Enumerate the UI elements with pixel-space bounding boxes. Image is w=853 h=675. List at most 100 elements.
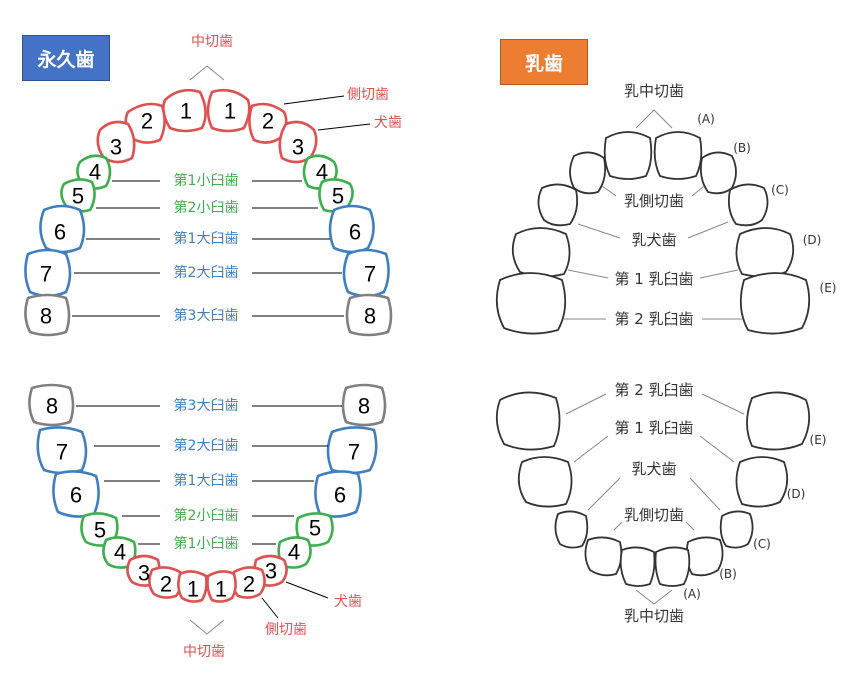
num: 7	[40, 262, 52, 287]
num: 5	[309, 516, 321, 541]
upper-m3-label: 第3大臼歯	[174, 307, 239, 324]
letter-d: (D)	[787, 487, 806, 501]
lower-left-third-molar	[341, 383, 387, 427]
lower-lateral-label: 側切歯	[265, 622, 307, 638]
num: 2	[160, 572, 172, 597]
lower-right-third-molar	[28, 383, 75, 427]
upper-m2-label: 第2大臼歯	[174, 264, 239, 281]
leader-line	[283, 95, 345, 105]
letter-b: (B)	[733, 141, 751, 155]
lower-right-lateral-incisor	[148, 566, 183, 599]
leader	[701, 393, 745, 415]
leader-line	[285, 581, 329, 599]
baby-lower-left-central	[654, 546, 691, 587]
num: 6	[70, 483, 82, 508]
permanent-lower-arch: 8 8 7 7 6 6 5 5 4 4 3 3 2 2 1 1 第3大臼歯 第2…	[28, 383, 387, 660]
num: 3	[292, 135, 304, 160]
baby-lower-left-canine	[719, 510, 754, 549]
baby-lower-right-canine	[554, 510, 589, 549]
leader	[699, 435, 735, 463]
baby-lower-right-first-molar	[517, 456, 573, 508]
upper-right-second-premolar	[60, 178, 96, 213]
lower-left-second-molar	[326, 426, 378, 475]
baby-upper-left-second-molar	[739, 272, 811, 335]
lower-right-second-molar	[36, 426, 88, 475]
num: 5	[72, 184, 84, 209]
upper-left-first-molar	[328, 204, 375, 254]
num: 5	[332, 184, 344, 209]
baby-upper-lateral-label: 乳側切歯	[624, 192, 684, 210]
upper-lateral-label: 側切歯	[347, 87, 389, 103]
letter-c: (C)	[771, 183, 789, 197]
num: 4	[316, 160, 328, 185]
baby-upper-central-label: 乳中切歯	[624, 82, 684, 100]
baby-lower-m1-label: 第 1 乳臼歯	[614, 419, 693, 437]
letter-b: (B)	[719, 567, 737, 581]
baby-lower-left-lateral	[685, 536, 724, 577]
baby-upper-m1-label: 第 1 乳臼歯	[614, 270, 693, 288]
num: 7	[348, 440, 360, 465]
leader	[691, 185, 705, 197]
upper-left-third-molar	[345, 293, 393, 337]
leader	[567, 269, 609, 279]
baby-upper-right-canine	[537, 183, 579, 227]
pointer	[635, 589, 673, 605]
num: 4	[114, 540, 126, 565]
num: 8	[364, 304, 376, 329]
permanent-upper-arch: 中切歯 1 1 2 2 3 3 4 4 5 5 6 6 7 7 8	[24, 34, 402, 337]
central-pointer	[189, 65, 225, 81]
lower-canine-label: 犬歯	[334, 594, 362, 610]
leader-line	[261, 597, 279, 619]
num: 6	[54, 220, 66, 245]
num: 4	[89, 160, 101, 185]
letter-e: (E)	[820, 281, 837, 295]
pointer	[635, 109, 673, 129]
num: 6	[334, 483, 346, 508]
baby-lower-m2-label: 第 2 乳臼歯	[614, 381, 693, 399]
num: 7	[364, 262, 376, 287]
letter-c: (C)	[753, 537, 771, 551]
leader	[573, 435, 609, 463]
num: 8	[358, 394, 370, 419]
num: 8	[40, 304, 52, 329]
deciduous-lower-arch: 第 2 乳臼歯 第 1 乳臼歯 乳犬歯 乳側切歯 (E) (D) (C) (B)…	[495, 381, 827, 625]
baby-upper-right-lateral	[569, 151, 607, 195]
baby-lower-right-lateral	[584, 536, 623, 577]
lower-left-first-molar	[314, 470, 362, 518]
baby-lower-canine-label: 乳犬歯	[631, 460, 676, 478]
leader	[577, 223, 621, 239]
baby-upper-m2-label: 第 2 乳臼歯	[614, 310, 693, 328]
baby-upper-right-central	[603, 131, 653, 180]
leader	[613, 521, 623, 531]
baby-upper-right-second-molar	[495, 272, 567, 335]
num: 1	[180, 99, 192, 124]
num: 2	[262, 109, 274, 134]
num: 2	[141, 109, 153, 134]
deciduous-upper-arch: 乳中切歯 (A) (B) (C) (D) (E) 乳側切歯 乳犬歯 第 1 乳臼…	[495, 82, 837, 335]
baby-lower-right-central	[619, 546, 656, 587]
leader	[689, 477, 721, 511]
upper-m1-label: 第1大臼歯	[174, 230, 239, 247]
upper-left-second-molar	[342, 248, 390, 298]
lower-right-central-incisor	[177, 570, 208, 603]
deciduous-teeth-title: 乳歯	[500, 39, 588, 85]
baby-upper-left-first-molar	[735, 227, 795, 278]
num: 1	[187, 577, 199, 602]
lower-pm2-label: 第2小臼歯	[174, 507, 239, 524]
baby-upper-right-first-molar	[511, 227, 571, 278]
num: 1	[224, 99, 236, 124]
num: 1	[215, 577, 227, 602]
upper-canine-label: 犬歯	[374, 115, 402, 131]
letter-a: (A)	[697, 112, 715, 126]
lower-m3-label: 第3大臼歯	[174, 397, 239, 414]
upper-right-second-molar	[24, 248, 72, 298]
baby-lower-central-label: 乳中切歯	[624, 607, 684, 625]
lower-central-label: 中切歯	[183, 644, 225, 660]
upper-right-canine	[96, 120, 136, 164]
leader	[685, 521, 695, 531]
letter-e: (E)	[810, 433, 827, 447]
leader	[699, 269, 739, 279]
baby-upper-left-central	[653, 131, 703, 180]
baby-lower-left-first-molar	[735, 456, 789, 508]
